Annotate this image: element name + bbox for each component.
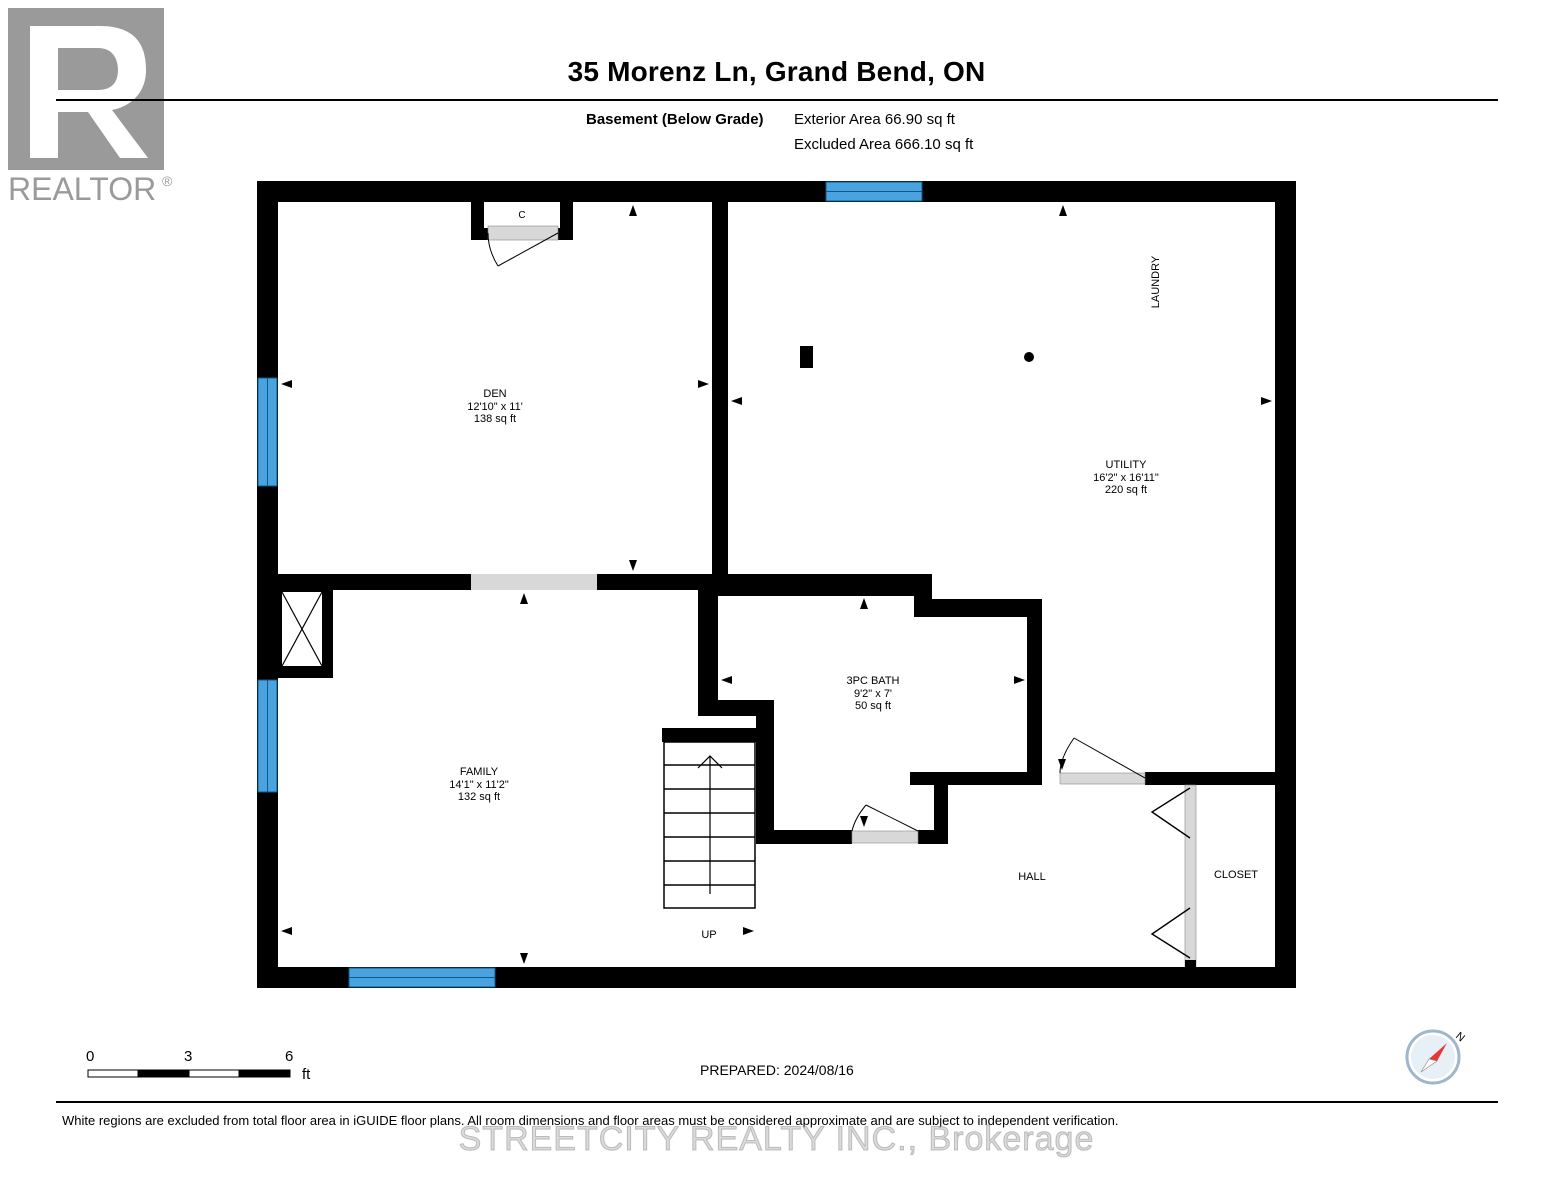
room-utility: UTILITY 16'2" x 16'11" 220 sq ft [1093,459,1159,497]
prepared-date: PREPARED: 2024/08/16 [700,1062,854,1078]
door-utility-hall [1059,772,1146,785]
realtor-logo: REALTOR ® [8,8,180,208]
exterior-area: Exterior Area 66.90 sq ft [794,111,955,128]
compass-icon: N [1404,1026,1467,1088]
realtor-r-icon: REALTOR ® [8,8,173,207]
stairs [663,741,756,909]
room-hall-name: HALL [1018,871,1046,883]
realtor-reg-mark: ® [162,173,173,189]
floor-label: Basement (Below Grade) [586,111,764,128]
den-closet [471,202,573,267]
room-family-area: 132 sq ft [457,791,501,803]
scale-tick-6: 6 [285,1048,294,1065]
opening-den-family [471,574,597,590]
scale-tick-0: 0 [86,1048,95,1065]
closet-c-label: C [518,210,525,221]
closet-bifold [1184,784,1197,968]
dimension-arrows [281,205,1272,964]
windows [257,181,923,988]
footer-divider [56,1101,1498,1103]
room-den-dims: 12'10" x 11' [467,400,523,413]
room-hall: HALL [1018,871,1046,884]
room-den: DEN 12'10" x 11' 138 sq ft [467,388,523,426]
watermark: STREETCITY REALTY INC., Brokerage [458,1120,1095,1159]
room-bath-dims: 9'2" x 7' [853,687,893,700]
stairs-up-label: UP [701,929,716,942]
room-closet-name: CLOSET [1213,869,1259,881]
scale-tick-3: 3 [184,1048,193,1065]
door-bath [851,830,919,844]
room-family: FAMILY 14'1" x 11'2" 132 sq ft [449,766,509,804]
scale-unit: ft [302,1066,311,1083]
doors [471,574,1197,968]
room-closet: CLOSET [1214,869,1258,882]
stairs-up-text: UP [701,929,717,941]
excluded-area: Excluded Area 666.10 sq ft [794,136,974,153]
scale-bar-graphic [87,1069,291,1078]
realtor-logo-text: REALTOR [8,171,156,207]
room-utility-area: 220 sq ft [1104,484,1148,496]
page-title: 35 Morenz Ln, Grand Bend, ON [567,56,986,87]
room-utility-name: UTILITY [1105,459,1147,471]
laundry-label: LAUNDRY [1150,255,1162,308]
room-den-area: 138 sq ft [473,413,517,425]
room-bath-area: 50 sq ft [854,700,892,712]
chase [281,591,323,667]
room-den-name: DEN [483,388,507,400]
room-bath: 3PC BATH 9'2" x 7' 50 sq ft [847,675,900,713]
walls [257,181,1296,988]
room-family-name: FAMILY [459,766,499,778]
room-utility-dims: 16'2" x 16'11" [1093,471,1159,484]
header-divider [56,99,1498,101]
scale-bar: 0 3 6 ft [86,1048,326,1088]
disclaimer: White regions are excluded from total fl… [62,1113,1119,1128]
room-family-dims: 14'1" x 11'2" [449,778,509,791]
room-bath-name: 3PC BATH [846,675,900,687]
